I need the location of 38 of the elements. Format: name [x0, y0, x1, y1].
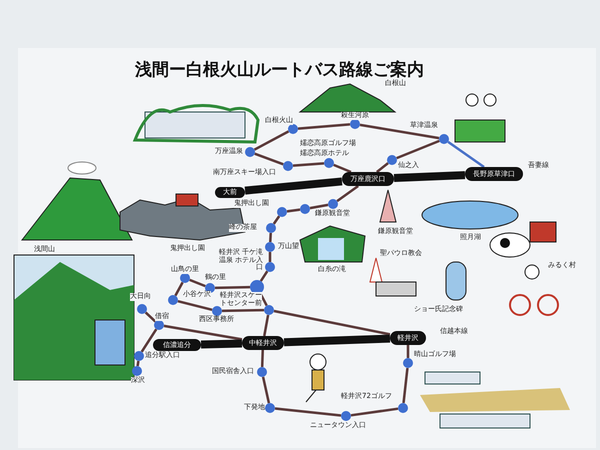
bus-route-line — [350, 407, 398, 417]
bus-route-line — [222, 308, 264, 312]
bus-route-line — [262, 376, 270, 404]
map-title: 浅間ー白根火山ルートバス路線ご案内 — [135, 59, 424, 80]
bus-route-line — [254, 130, 290, 151]
bus-route-line — [263, 314, 270, 336]
bus-route-line — [189, 278, 206, 288]
bus-route-line — [406, 345, 410, 358]
bus-route-line — [376, 162, 389, 173]
bus-route-line — [260, 270, 268, 282]
bus-route-line — [260, 350, 264, 368]
bus-route-line — [336, 184, 359, 202]
bus-route-line — [333, 164, 352, 174]
bus-route-line — [396, 140, 440, 160]
railway-line — [284, 334, 390, 346]
bus-route-line — [178, 300, 212, 311]
bus-route-line — [269, 232, 272, 242]
bus-route-line — [140, 328, 158, 352]
bus-route-line — [274, 310, 390, 336]
bus-route-line — [274, 407, 342, 417]
bus-route-line — [164, 324, 242, 341]
railway-line — [244, 177, 342, 195]
bus-route-line — [286, 208, 300, 213]
bus-route-line — [402, 368, 409, 404]
bus-route-line — [360, 124, 440, 140]
bus-route-line — [447, 140, 485, 168]
bus-route-line — [254, 152, 284, 166]
bus-route-line — [298, 123, 350, 130]
bus-route-line — [272, 215, 280, 225]
bus-route-line — [268, 252, 272, 262]
railway-line — [394, 171, 466, 182]
bus-route-line — [214, 286, 250, 290]
bus-route-line — [292, 162, 324, 167]
bus-route-line — [174, 282, 184, 296]
bus-route-line — [136, 360, 140, 366]
bus-route-line — [310, 204, 328, 210]
bus-route-line — [144, 312, 156, 322]
railway-line — [200, 340, 242, 348]
